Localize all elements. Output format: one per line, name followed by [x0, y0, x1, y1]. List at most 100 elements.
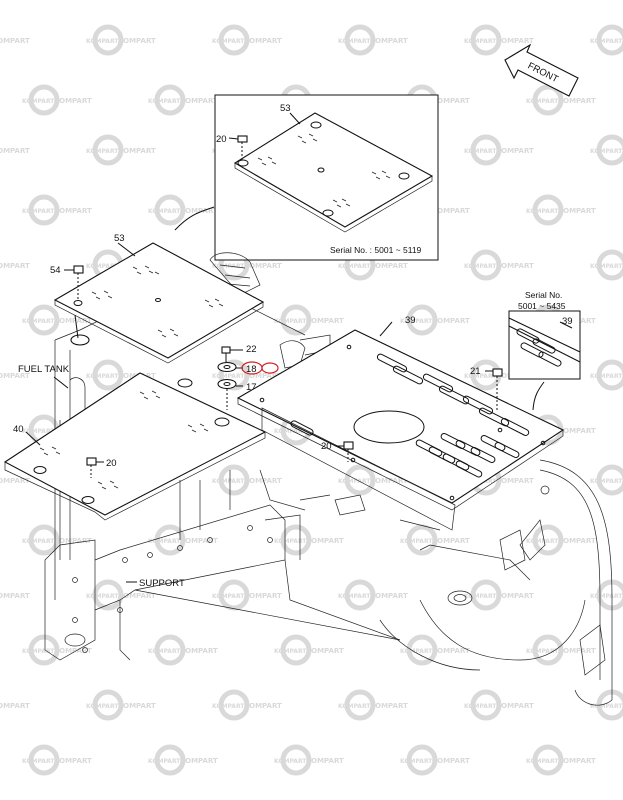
svg-text:KOMPART: KOMPART	[590, 263, 623, 270]
svg-text:COMPART: COMPART	[54, 757, 92, 765]
svg-text:KOMPART: KOMPART	[212, 38, 245, 45]
svg-text:COMPART: COMPART	[54, 647, 92, 655]
svg-text:COMPART: COMPART	[180, 207, 218, 215]
svg-text:COMPART: COMPART	[370, 702, 408, 710]
svg-text:KOMPART: KOMPART	[22, 538, 55, 545]
bolt-20-mid: 20	[321, 441, 354, 462]
svg-text:COMPART: COMPART	[496, 37, 534, 45]
svg-text:KOMPART: KOMPART	[400, 538, 433, 545]
bolt-21: 21	[470, 366, 503, 410]
svg-text:KOMPART: KOMPART	[86, 38, 119, 45]
svg-text:COMPART: COMPART	[370, 37, 408, 45]
washer-18	[217, 361, 237, 373]
svg-text:KOMPART: KOMPART	[590, 593, 623, 600]
detail-box-39: 39 Serial No. 5001 ~ 5435	[508, 290, 581, 380]
svg-text:COMPART: COMPART	[558, 647, 596, 655]
callout-54: 54	[50, 265, 61, 276]
svg-text:COMPART: COMPART	[0, 592, 30, 600]
callout-39: 39	[405, 315, 416, 326]
svg-text:KOMPART: KOMPART	[274, 428, 307, 435]
serial-no-1: Serial No. : 5001 ~ 5119	[330, 245, 422, 255]
highlight-circle-18	[261, 362, 279, 374]
svg-text:KOMPART: KOMPART	[400, 758, 433, 765]
svg-text:COMPART: COMPART	[0, 702, 30, 710]
svg-text:COMPART: COMPART	[54, 317, 92, 325]
svg-text:KOMPART: KOMPART	[22, 758, 55, 765]
svg-text:KOMPART: KOMPART	[22, 318, 55, 325]
svg-text:COMPART: COMPART	[370, 262, 408, 270]
svg-text:COMPART: COMPART	[0, 37, 30, 45]
svg-text:COMPART: COMPART	[496, 262, 534, 270]
front-arrow: FRONT	[504, 43, 579, 97]
machine-frame	[44, 252, 613, 706]
svg-text:COMPART: COMPART	[244, 372, 282, 380]
svg-text:COMPART: COMPART	[180, 757, 218, 765]
serial-no-2-line1: Serial No.	[525, 290, 562, 300]
svg-text:KOMPART: KOMPART	[148, 538, 181, 545]
callout-18: 18	[246, 364, 257, 375]
svg-text:KOMPART: KOMPART	[148, 98, 181, 105]
svg-text:COMPART: COMPART	[558, 427, 596, 435]
svg-text:KOMPART: KOMPART	[338, 263, 371, 270]
callout-17: 17	[246, 382, 257, 393]
fuel-tank-label: FUEL TANK	[18, 364, 70, 375]
svg-text:KOMPART: KOMPART	[464, 263, 497, 270]
svg-text:KOMPART: KOMPART	[86, 263, 119, 270]
svg-text:COMPART: COMPART	[244, 37, 282, 45]
svg-text:KOMPART: KOMPART	[526, 208, 559, 215]
svg-text:COMPART: COMPART	[54, 207, 92, 215]
svg-text:KOMPART: KOMPART	[526, 648, 559, 655]
svg-text:KOMPART: KOMPART	[274, 648, 307, 655]
svg-text:KOMPART: KOMPART	[590, 478, 623, 485]
svg-text:COMPART: COMPART	[306, 537, 344, 545]
svg-text:KOMPART: KOMPART	[274, 538, 307, 545]
svg-text:COMPART: COMPART	[118, 147, 156, 155]
plate-40: 40	[3, 372, 267, 521]
svg-text:KOMPART: KOMPART	[400, 648, 433, 655]
svg-text:COMPART: COMPART	[180, 647, 218, 655]
callout-21: 21	[470, 366, 481, 377]
plate-39: 39	[236, 315, 565, 531]
svg-text:KOMPART: KOMPART	[212, 263, 245, 270]
callout-22: 22	[246, 344, 257, 355]
svg-text:KOMPART: KOMPART	[148, 208, 181, 215]
serial-no-2-line2: 5001 ~ 5435	[518, 301, 566, 311]
svg-text:COMPART: COMPART	[496, 702, 534, 710]
svg-text:COMPART: COMPART	[432, 97, 470, 105]
callout-39-detail: 39	[562, 316, 573, 327]
detail-box-53: 53 20 Serial No. : 5001 ~ 5119	[214, 94, 439, 261]
svg-text:KOMPART: KOMPART	[590, 148, 623, 155]
plate-53: 53	[53, 233, 265, 364]
svg-text:COMPART: COMPART	[0, 262, 30, 270]
detail-pointer-arrow-2	[532, 381, 545, 411]
svg-text:COMPART: COMPART	[306, 647, 344, 655]
